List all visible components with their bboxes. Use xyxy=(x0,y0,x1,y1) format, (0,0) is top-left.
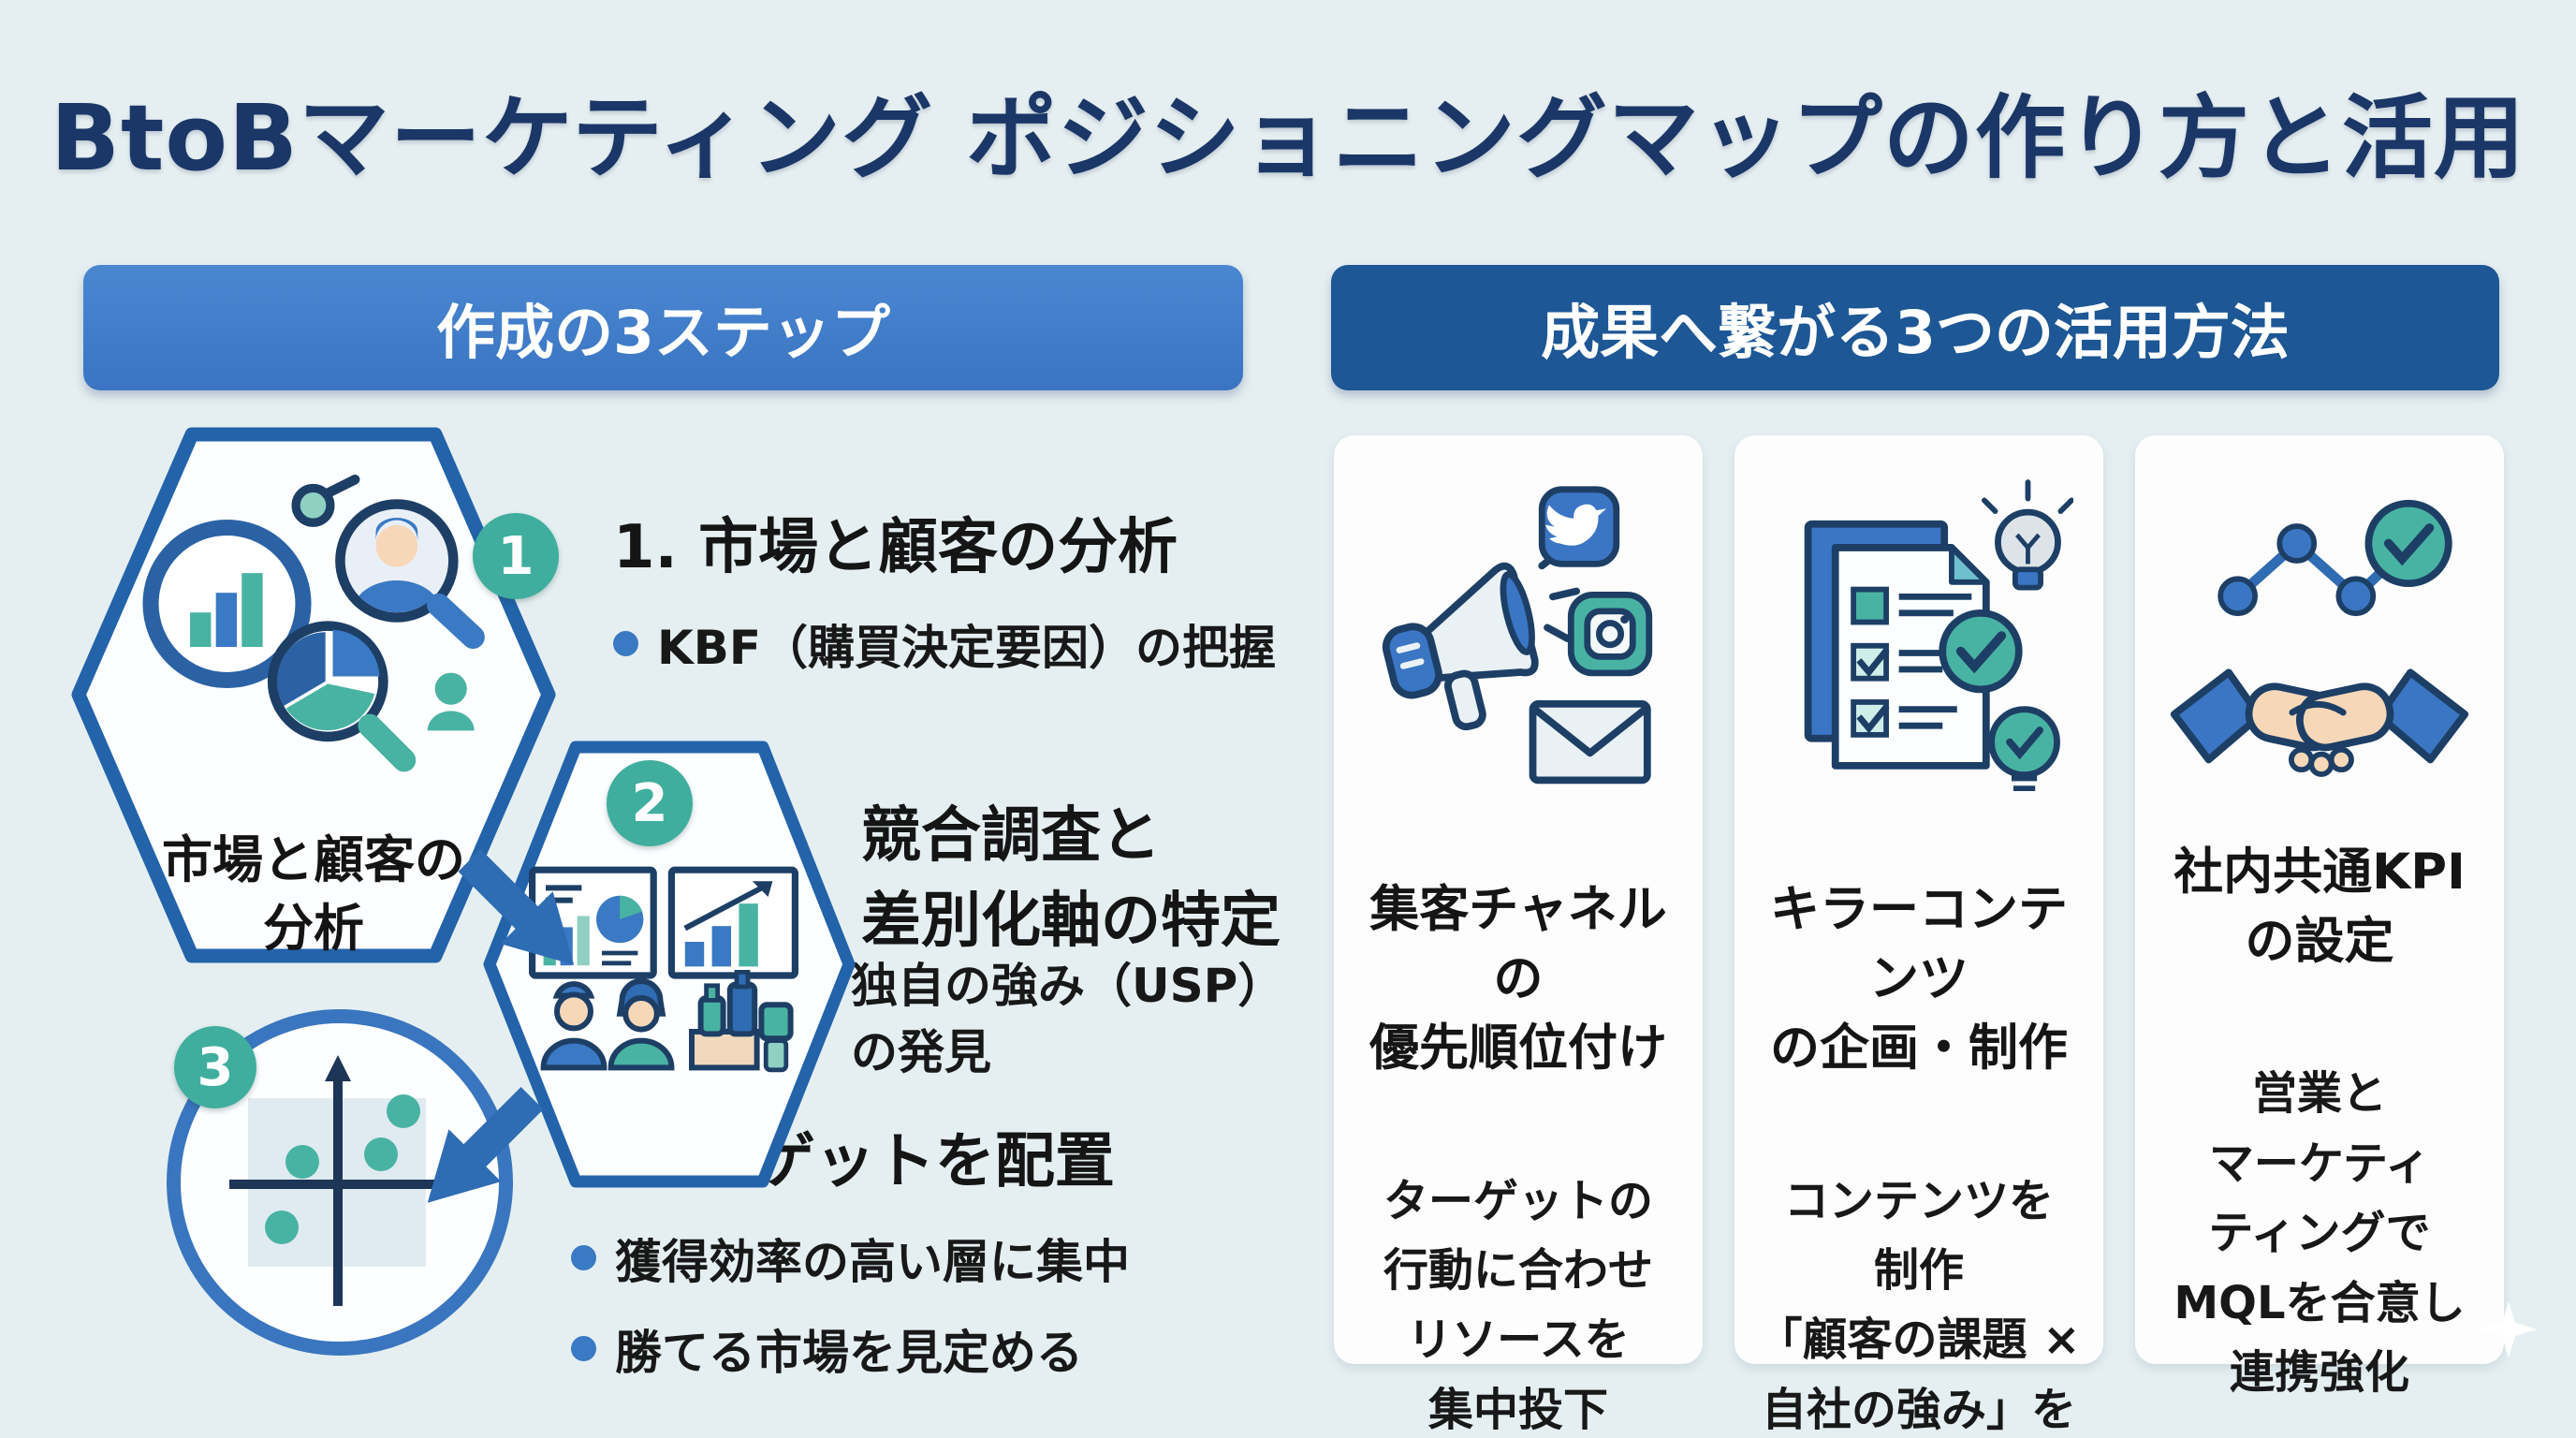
usage-card-channels: 集客チャネルの 優先順位付け ターゲットの 行動に合わせ リソースを 集中投下 xyxy=(1334,435,1703,1436)
positioning-scatter-icon xyxy=(229,1055,471,1306)
step2-bullet-text: 独自の強み（USP） の発見 xyxy=(851,959,1285,1079)
card2-heading: キラーコンテンツ の企画・制作 xyxy=(1770,881,2068,1078)
step3-badge: 3 xyxy=(174,1026,256,1108)
bullet-dot-icon xyxy=(571,1335,596,1361)
right-banner-label: 成果へ繋がる3つの活用方法 xyxy=(1541,298,2290,367)
step3-bullet-2: 勝てる市場を見定める xyxy=(571,1320,1130,1387)
step3-text-block: 3.ターゲットを配置 獲得効率の高い層に集中 勝てる市場を見定める xyxy=(571,1120,1130,1387)
sparkle-icon xyxy=(2481,1301,2537,1357)
card2-icon-area xyxy=(1764,463,2073,875)
card1-heading: 集客チャネルの 優先順位付け xyxy=(1369,881,1667,1078)
card3-icon-area xyxy=(2165,463,2474,838)
step3-bullet2-text: 勝てる市場を見定める xyxy=(615,1325,1083,1380)
card2-body: コンテンツを 制作 「顧客の課題 × 自社の強み」を たす内容を制作 xyxy=(1757,1174,2081,1436)
step1-text-block: 1. 市場と顧客の分析 KBF（購買決定要因）の把握 xyxy=(613,506,1276,682)
card1-body: ターゲットの 行動に合わせ リソースを 集中投下 xyxy=(1383,1174,1653,1436)
step2-badge: 2 xyxy=(607,760,693,846)
step2-heading: 競合調査と 差別化軸の特定 xyxy=(861,801,1281,956)
step2-bullet: 独自の強み（USP） の発見 xyxy=(807,953,1284,1086)
step1-bullet: KBF（購買決定要因）の把握 xyxy=(613,615,1276,682)
step1-hexagon: 市場と顧客の 分析 xyxy=(70,426,557,964)
right-section-banner: 成果へ繋がる3つの活用方法 xyxy=(1331,265,2499,390)
usage-card-kpi: 社内共通KPI の設定 営業と マーケティ ティングで MQLを合意し 連携強化 xyxy=(2135,435,2504,1399)
market-customer-analysis-icon xyxy=(142,475,485,772)
card1-icon-area xyxy=(1364,463,1673,875)
card3-body: 営業と マーケティ ティングで MQLを合意し 連携強化 xyxy=(2174,1067,2466,1399)
step3-bullet1-text: 獲得効率の高い層に集中 xyxy=(615,1234,1130,1289)
step1-badge: 1 xyxy=(473,513,559,599)
left-banner-label: 作成の3ステップ xyxy=(436,298,890,367)
step1-hex-label: 市場と顧客の 分析 xyxy=(162,830,465,958)
step1-bullet-text: KBF（購買決定要因）の把握 xyxy=(657,620,1277,675)
megaphone-channels-icon xyxy=(1382,486,1653,785)
bullet-dot-icon xyxy=(613,630,638,656)
content-checklist-bulb-icon xyxy=(1804,479,2073,792)
step3-bullet-1: 獲得効率の高い層に集中 xyxy=(571,1229,1130,1296)
usage-card-content: キラーコンテンツ の企画・制作 コンテンツを 制作 「顧客の課題 × 自社の強み… xyxy=(1734,435,2103,1436)
step2-text-block: 競合調査と 差別化軸の特定 xyxy=(861,794,1281,964)
bullet-dot-icon xyxy=(571,1244,596,1270)
card3-heading: 社内共通KPI の設定 xyxy=(2174,844,2466,971)
step1-heading: 1. 市場と顧客の分析 xyxy=(613,513,1178,582)
step2-bullet-block: 独自の強み（USP） の発見 xyxy=(807,953,1284,1086)
left-section-banner: 作成の3ステップ xyxy=(83,265,1243,390)
arrow-step2-to-step3-icon xyxy=(427,1086,544,1203)
handshake-kpi-icon xyxy=(2170,499,2469,777)
page-title: BtoBマーケティング ポジショニングマップの作り方と活用 xyxy=(51,85,2525,191)
arrow-step1-to-step2-icon xyxy=(458,848,575,965)
